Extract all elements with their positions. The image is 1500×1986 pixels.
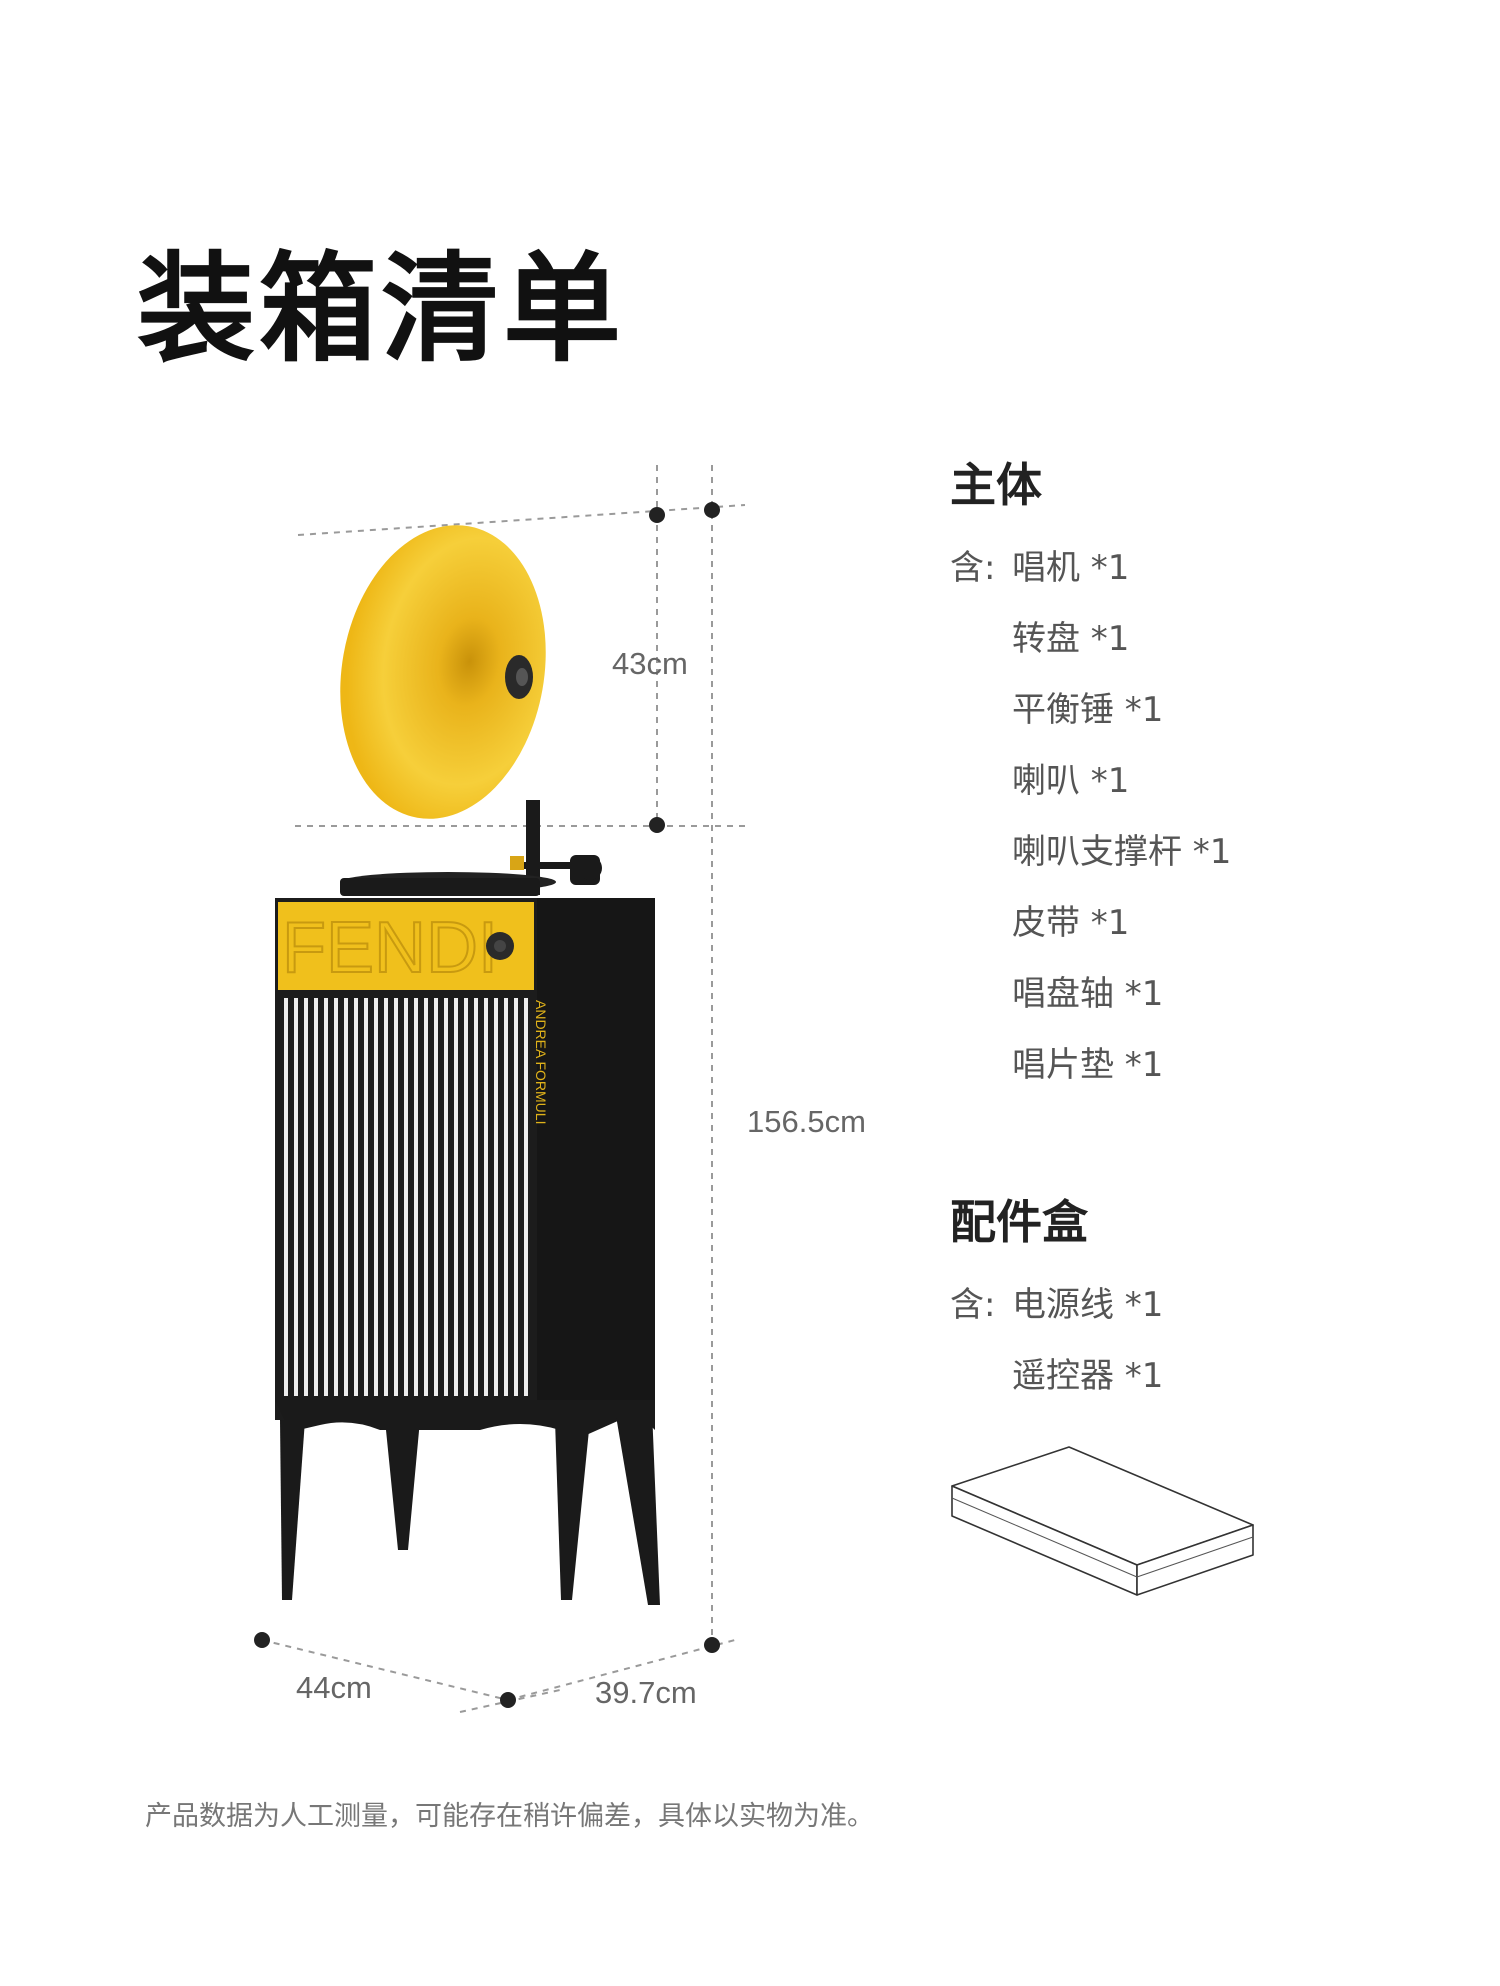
horn-height-label: 43cm bbox=[612, 646, 688, 681]
section-title: 主体 bbox=[950, 458, 1042, 512]
stripe bbox=[424, 998, 428, 1396]
contains-prefix: 含: bbox=[950, 548, 996, 589]
list-item: 喇叭 *1 bbox=[1012, 761, 1130, 802]
cabinet-legs bbox=[280, 1410, 660, 1605]
stripe bbox=[404, 998, 408, 1396]
svg-text:FENDI: FENDI bbox=[282, 908, 498, 988]
stripe bbox=[284, 998, 288, 1396]
stripe bbox=[494, 998, 498, 1396]
stripe bbox=[344, 998, 348, 1396]
stripe bbox=[484, 998, 488, 1396]
width-label: 44cm bbox=[296, 1670, 372, 1705]
horn-icon bbox=[340, 525, 546, 819]
list-item: 遥控器 *1 bbox=[1012, 1356, 1164, 1397]
stripe bbox=[384, 998, 388, 1396]
stripe bbox=[414, 998, 418, 1396]
stripe bbox=[364, 998, 368, 1396]
stripe bbox=[474, 998, 478, 1396]
list-item: 皮带 *1 bbox=[1012, 903, 1130, 944]
dimension-dots bbox=[254, 502, 720, 1708]
footnote: 产品数据为人工测量，可能存在稍许偏差，具体以实物为准。 bbox=[145, 1801, 874, 1832]
stripe bbox=[394, 998, 398, 1396]
stripe bbox=[434, 998, 438, 1396]
depth-label: 39.7cm bbox=[595, 1675, 697, 1710]
stripe bbox=[464, 998, 468, 1396]
stripe bbox=[374, 998, 378, 1396]
list-item: 平衡锤 *1 bbox=[1012, 690, 1164, 731]
section-title: 配件盒 bbox=[950, 1195, 1088, 1249]
list-item: 含:唱机 *1 bbox=[950, 533, 1231, 604]
stripe bbox=[294, 998, 298, 1396]
stripe bbox=[314, 998, 318, 1396]
dimension-lines bbox=[261, 465, 746, 1713]
stripe bbox=[454, 998, 458, 1396]
svg-text:ANDREA FORMULI: ANDREA FORMULI bbox=[533, 1000, 549, 1124]
list-item: 唱片垫 *1 bbox=[1012, 1045, 1164, 1086]
main-body-section: 主体 含:唱机 *1 转盘 *1 平衡锤 *1 喇叭 *1 喇叭支撑杆 *1 皮… bbox=[950, 458, 1231, 1101]
accessory-box-icon bbox=[951, 1446, 1254, 1596]
list-item: 唱盘轴 *1 bbox=[1012, 974, 1164, 1015]
cabinet-stripes bbox=[284, 998, 528, 1396]
stripe bbox=[514, 998, 518, 1396]
stripe bbox=[334, 998, 338, 1396]
stripe bbox=[304, 998, 308, 1396]
contains-prefix: 含: bbox=[950, 1285, 996, 1326]
list-item: 喇叭支撑杆 *1 bbox=[1012, 832, 1232, 873]
list-item: 转盘 *1 bbox=[1012, 619, 1130, 660]
page-title: 装箱清单 bbox=[137, 240, 626, 378]
stripe bbox=[504, 998, 508, 1396]
list-item: 含:电源线 *1 bbox=[950, 1270, 1163, 1341]
accessory-box-section: 配件盒 含:电源线 *1 遥控器 *1 bbox=[950, 1195, 1163, 1412]
total-height-label: 156.5cm bbox=[747, 1104, 866, 1139]
stripe bbox=[324, 998, 328, 1396]
stripe bbox=[354, 998, 358, 1396]
tonearm-icon bbox=[510, 855, 602, 885]
stripe bbox=[444, 998, 448, 1396]
stripe bbox=[524, 998, 528, 1396]
